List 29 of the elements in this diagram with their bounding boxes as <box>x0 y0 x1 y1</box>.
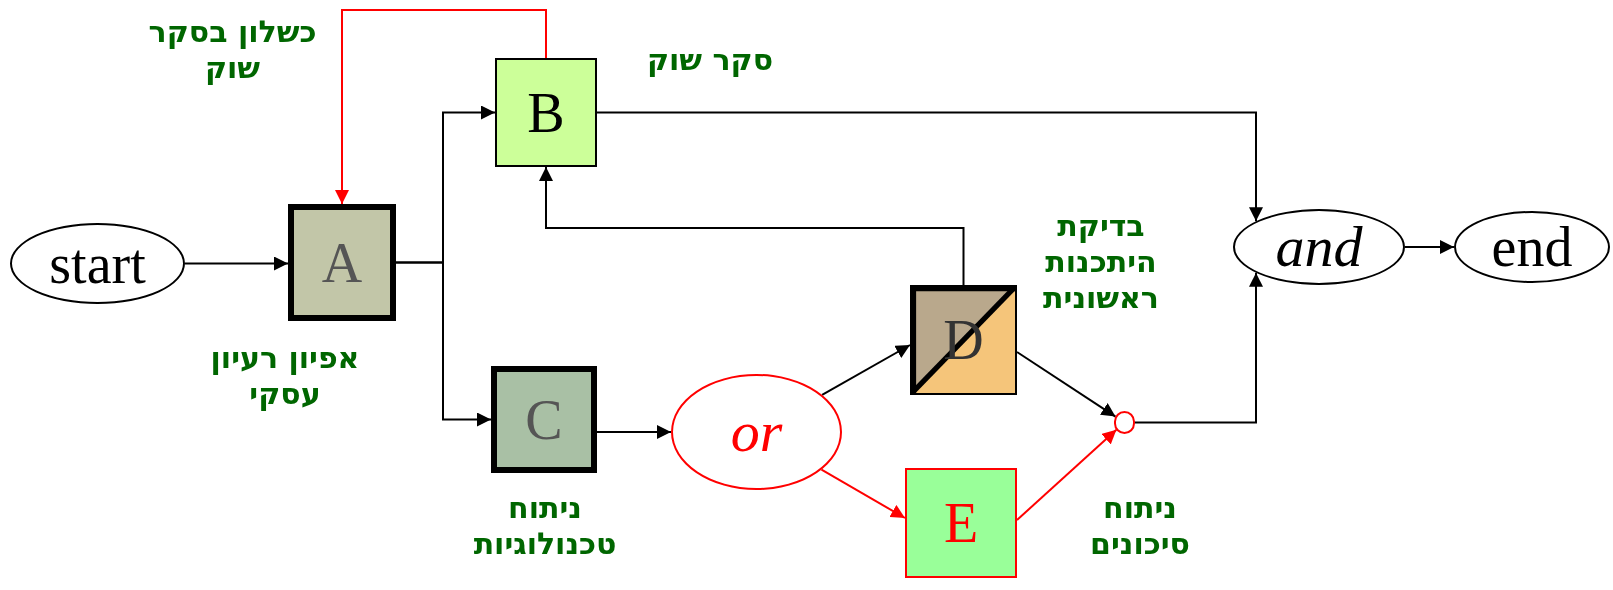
activity-box <box>495 58 597 167</box>
arrow <box>596 111 1263 223</box>
step-caption: ניתוח טכנולוגיות <box>472 490 618 562</box>
arrow <box>596 425 672 439</box>
activity-box <box>905 468 1017 578</box>
step-caption: בדיקת היתכנות ראשונית <box>1042 208 1160 316</box>
node-label: end <box>1491 219 1573 275</box>
arrow <box>184 256 289 271</box>
node-label: C <box>525 391 563 448</box>
step-caption: ניתוח סיכונים <box>1089 490 1191 562</box>
arrow <box>1134 271 1263 424</box>
activity-box <box>288 204 396 321</box>
node-label: B <box>527 84 565 141</box>
arrow <box>1404 240 1455 254</box>
arrow <box>820 468 906 519</box>
arrow <box>395 261 492 427</box>
node-label: and <box>1275 218 1363 276</box>
node-label: or <box>730 403 783 461</box>
arrow <box>335 9 547 205</box>
arrow <box>1016 428 1118 521</box>
step-caption: אפיון רעיון עסקי <box>209 340 361 412</box>
arrow <box>821 344 911 396</box>
edge-label: כשלון בסקר שוק <box>147 14 318 86</box>
activity-box <box>491 366 597 473</box>
arrow <box>539 166 965 286</box>
node-label: start <box>49 235 146 292</box>
node-label: E <box>943 495 979 551</box>
node-label: A <box>321 234 363 291</box>
step-caption: סקר שוק <box>645 42 775 78</box>
